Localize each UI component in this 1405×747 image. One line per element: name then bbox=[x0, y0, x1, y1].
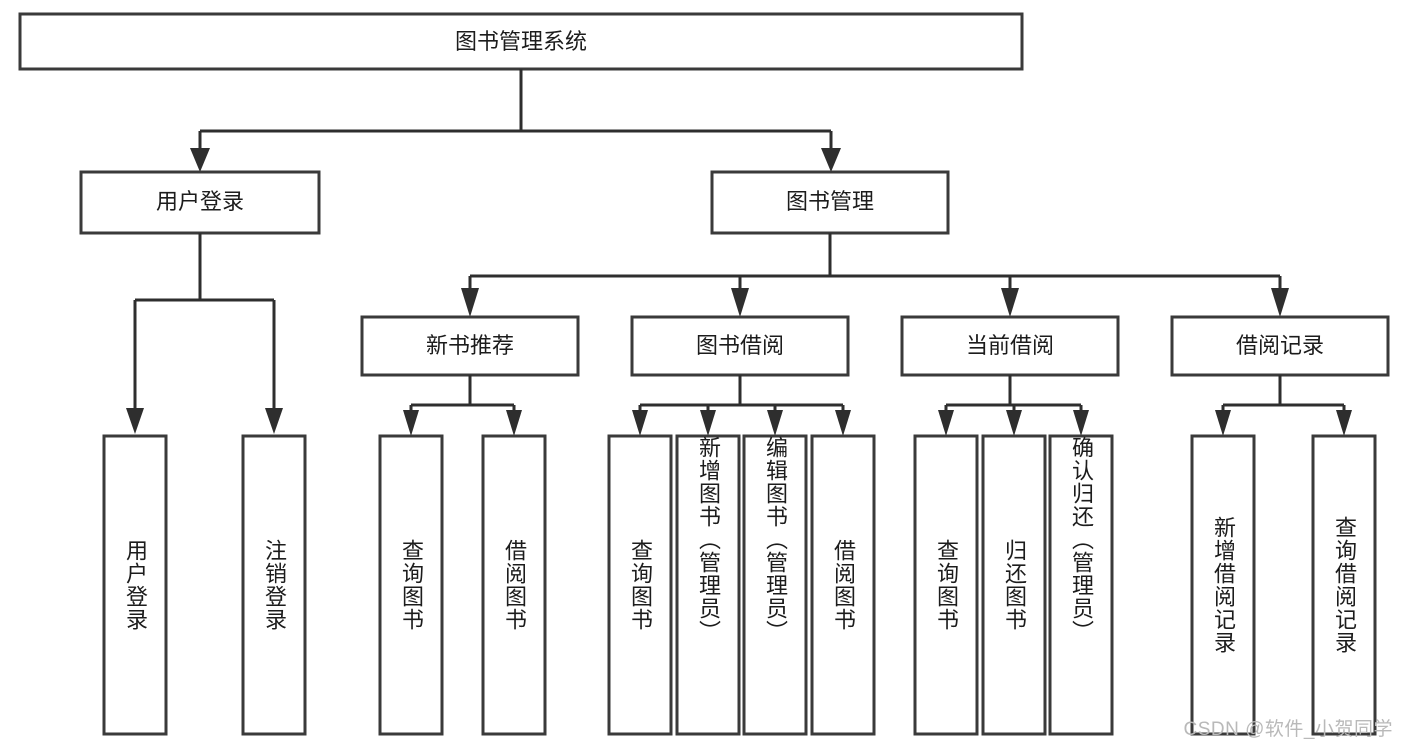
leaf-box-book-borrow-2[interactable] bbox=[675, 434, 741, 736]
leaf-box-user-login-1[interactable] bbox=[102, 434, 168, 736]
node-borrow-record-label: 借阅记录 bbox=[1236, 333, 1324, 358]
node-new-book-label: 新书推荐 bbox=[426, 333, 514, 358]
leaf-box-current-borrow-3[interactable] bbox=[1048, 434, 1114, 736]
leaf-box-new-book-2[interactable] bbox=[481, 434, 547, 736]
arrow-head-icon-borrow-record bbox=[1271, 288, 1289, 317]
leaf-box-book-borrow-4[interactable] bbox=[810, 434, 876, 736]
arrow-head-icon-leaf-borrow-record-2 bbox=[1336, 410, 1352, 436]
leaf-box-book-borrow-1[interactable] bbox=[607, 434, 673, 736]
arrow-head-icon-leaf-new-book-1 bbox=[403, 410, 419, 436]
leaf-box-current-borrow-2[interactable] bbox=[981, 434, 1047, 736]
arrow-head-icon-current-borrow bbox=[1001, 288, 1019, 317]
leaf-box-borrow-record-2[interactable] bbox=[1311, 434, 1377, 736]
node-user-login-label: 用户登录 bbox=[156, 189, 244, 214]
node-new-book-box[interactable] bbox=[360, 315, 580, 377]
leaf-box-current-borrow-1[interactable] bbox=[913, 434, 979, 736]
csdn-watermark: CSDN @软件_小贺同学 bbox=[1183, 719, 1393, 740]
arrow-head-icon-book-borrow bbox=[731, 288, 749, 317]
arrow-head-icon-leaf-new-book-2 bbox=[506, 410, 522, 436]
arrow-head-icon-leaf-book-borrow-1 bbox=[632, 410, 648, 436]
leaf-box-book-borrow-3[interactable] bbox=[742, 434, 808, 736]
arrow-head-icon-leaf-current-borrow-2 bbox=[1006, 410, 1022, 436]
arrow-head-icon-leaf-book-borrow-4 bbox=[835, 410, 851, 436]
leaf-box-new-book-1[interactable] bbox=[378, 434, 444, 736]
node-current-borrow-label: 当前借阅 bbox=[966, 333, 1054, 358]
node-book-manage-label: 图书管理 bbox=[786, 189, 874, 214]
arrow-head-icon-leaf-user-login-1 bbox=[126, 408, 144, 434]
arrow-head-icon-leaf-current-borrow-3 bbox=[1073, 410, 1089, 436]
node-book-borrow-box[interactable] bbox=[630, 315, 850, 377]
node-current-borrow-box[interactable] bbox=[900, 315, 1120, 377]
arrow-head-icon-leaf-book-borrow-3 bbox=[767, 410, 783, 436]
arrow-head-icon-user-login bbox=[190, 148, 210, 172]
leaf-box-user-login-2[interactable] bbox=[241, 434, 307, 736]
arrow-head-icon-book-manage bbox=[821, 148, 841, 172]
arrow-head-icon-new-book bbox=[461, 288, 479, 317]
arrow-head-icon-leaf-borrow-record-1 bbox=[1215, 410, 1231, 436]
node-root-box[interactable] bbox=[18, 12, 1024, 71]
arrow-head-icon-leaf-current-borrow-1 bbox=[938, 410, 954, 436]
node-book-manage-box[interactable] bbox=[710, 170, 950, 235]
arrow-head-icon-leaf-user-login-2 bbox=[265, 408, 283, 434]
node-book-borrow-label: 图书借阅 bbox=[696, 333, 784, 358]
leaf-box-borrow-record-1[interactable] bbox=[1190, 434, 1256, 736]
arrow-head-icon-leaf-book-borrow-2 bbox=[700, 410, 716, 436]
node-borrow-record-box[interactable] bbox=[1170, 315, 1390, 377]
node-root-label: 图书管理系统 bbox=[455, 29, 587, 54]
